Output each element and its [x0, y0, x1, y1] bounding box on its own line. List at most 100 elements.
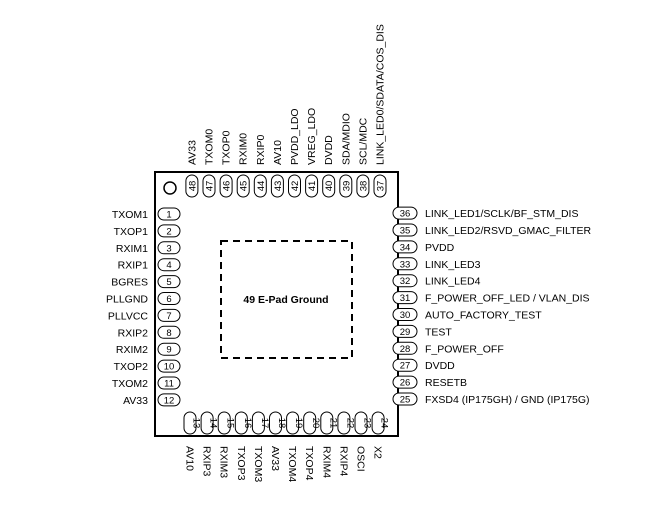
- pin-15-label: RXIM3: [218, 446, 230, 478]
- pin-33-pad: [392, 257, 418, 271]
- pin-35-pad: [392, 223, 418, 237]
- pin-3-pad: [157, 241, 181, 255]
- pin-28-pad: [392, 341, 418, 355]
- pin-11-number: 11: [164, 379, 174, 390]
- pin-18-pad: [269, 411, 282, 435]
- pin-34-label: PVDD: [425, 242, 455, 254]
- pin-3-number: 3: [166, 243, 171, 254]
- pin-38-pad: [356, 174, 370, 198]
- pin-28-label: F_POWER_OFF: [425, 343, 504, 355]
- pin-4-label: RXIP1: [118, 260, 149, 272]
- pin-9-number: 9: [166, 345, 171, 356]
- pin-46-pad: [219, 174, 233, 198]
- pin-14-label: RXIP3: [201, 446, 213, 477]
- pin-43-pad: [270, 174, 284, 198]
- pin-46-number: 46: [222, 181, 233, 192]
- pin-47-pad: [202, 174, 216, 198]
- pin-8-pad: [157, 325, 181, 339]
- pin-17-pad: [251, 411, 265, 435]
- pin-21-pad: [320, 411, 334, 435]
- pin-9-label: RXIM2: [116, 344, 148, 356]
- pin-23-pad: [354, 411, 368, 435]
- pin-1-pad: [157, 207, 181, 221]
- epad-label: 49 E-Pad Ground: [243, 294, 328, 306]
- pins-group: 1TXOM12TXOP13RXIM14RXIP15BGRES6PLLGND7PL…: [106, 24, 592, 482]
- pin-40-pad: [322, 174, 336, 198]
- pin-41-label: VREG_LDO: [306, 108, 318, 165]
- epad-outline: [220, 240, 353, 359]
- pin-17-label: TXOM3: [252, 446, 264, 482]
- pin-44-label: RXIP0: [255, 134, 267, 165]
- pin-33-number: 33: [400, 259, 411, 270]
- pin-7-label: PLLVCC: [108, 310, 148, 322]
- pin-20-pad: [303, 411, 317, 435]
- pin-16-pad: [234, 411, 248, 435]
- pin-12-number: 12: [164, 395, 175, 406]
- pin-26-label: RESETB: [425, 377, 467, 389]
- pin-48-label: AV33: [186, 140, 198, 165]
- pin-42-pad: [288, 174, 301, 198]
- pin-9-pad: [157, 342, 181, 356]
- pin-25-label: FXSD4 (IP175GH) / GND (IP175G): [425, 394, 590, 406]
- pin-36-number: 36: [400, 209, 411, 220]
- pin-29-number: 29: [400, 327, 411, 338]
- pin-32-pad: [392, 274, 418, 288]
- pin-27-label: DVDD: [425, 360, 455, 372]
- pin-39-label: SDA/MDIO: [340, 113, 352, 165]
- pin-13-pad: [183, 411, 197, 435]
- pin-42-label: PVDD_LDO: [289, 108, 301, 165]
- pin-14-number: 14: [208, 418, 219, 429]
- pin-40-label: DVDD: [323, 135, 335, 165]
- pin-11-label: TXOM2: [112, 378, 148, 390]
- pin-31-number: 31: [400, 293, 411, 304]
- pin-10-number: 10: [164, 362, 175, 373]
- pin-45-pad: [236, 174, 250, 198]
- pin-41-pad: [305, 174, 319, 198]
- pin-19-number: 19: [293, 418, 304, 429]
- pin-29-pad: [392, 324, 418, 338]
- pin-37-number: 37: [376, 181, 387, 192]
- pin-12-label: AV33: [123, 395, 148, 407]
- pin-37-pad: [373, 174, 387, 198]
- pin-13-label: AV10: [184, 446, 196, 471]
- pin-12-pad: [157, 393, 181, 407]
- pin-10-pad: [157, 359, 181, 373]
- pin-25-number: 25: [400, 395, 411, 406]
- pin-6-label: PLLGND: [106, 294, 148, 306]
- pin-2-pad: [157, 224, 181, 238]
- pin-8-number: 8: [166, 328, 171, 339]
- pin-48-pad: [185, 174, 199, 198]
- pin-1-label: TXOM1: [112, 209, 148, 221]
- pin-25-pad: [392, 392, 418, 406]
- pin-26-pad: [392, 375, 418, 389]
- pin-24-label: X2: [372, 446, 384, 459]
- pin-45-label: RXIM0: [238, 133, 250, 165]
- pin-28-number: 28: [400, 344, 411, 355]
- pin-23-number: 23: [362, 418, 373, 429]
- pin-41-number: 41: [307, 181, 318, 192]
- pin-33-label: LINK_LED3: [425, 259, 481, 271]
- pin-22-label: RXIP4: [337, 446, 349, 477]
- pin-3-label: RXIM1: [116, 243, 148, 255]
- pin-18-label: AV33: [269, 446, 281, 471]
- pin-43-label: AV10: [272, 140, 284, 165]
- pin-4-pad: [157, 258, 181, 272]
- pin-36-label: LINK_LED1/SCLK/BF_STM_DIS: [425, 208, 578, 220]
- pin-6-number: 6: [166, 294, 171, 305]
- pin-5-pad: [157, 275, 181, 289]
- pin-39-pad: [339, 174, 353, 198]
- pin-31-label: F_POWER_OFF_LED / VLAN_DIS: [425, 293, 590, 305]
- pin-38-number: 38: [358, 181, 369, 192]
- pin-43-number: 43: [273, 181, 284, 192]
- pin-13-number: 13: [191, 418, 202, 429]
- pin-15-number: 15: [225, 418, 236, 429]
- pin-32-number: 32: [400, 276, 411, 287]
- pin-30-number: 30: [400, 310, 411, 321]
- pin-38-label: SCL/MDC: [357, 117, 369, 165]
- pin-22-pad: [337, 411, 351, 435]
- pin-26-number: 26: [400, 378, 411, 389]
- pin-46-label: TXOP0: [221, 130, 233, 165]
- pin-5-label: BGRES: [111, 277, 148, 289]
- pin-30-label: AUTO_FACTORY_TEST: [425, 310, 542, 322]
